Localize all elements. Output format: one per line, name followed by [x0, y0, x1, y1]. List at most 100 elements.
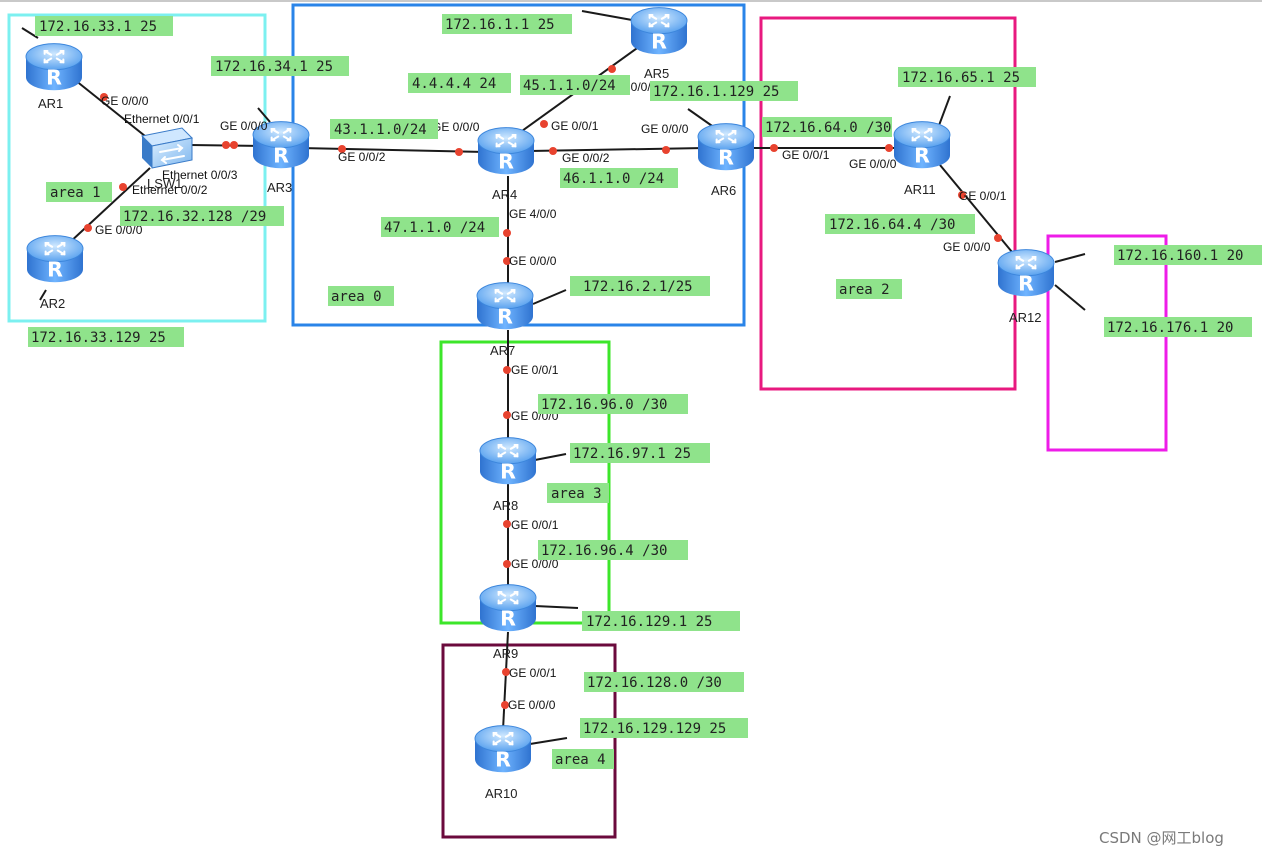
router-ar6[interactable]: AR6: [696, 122, 756, 198]
port-label: GE 0/0/0: [641, 122, 689, 136]
address-label: 172.16.64.0 /30: [762, 117, 892, 137]
address-labels: 172.16.33.1 25 172.16.34.1 25 172.16.32.…: [28, 14, 1262, 738]
port-dot: [503, 560, 511, 568]
link-ar9-ar10: [502, 631, 509, 731]
port-label: GE 0/0/0: [511, 557, 559, 571]
port-label: GE 0/0/0: [220, 119, 268, 133]
window-top-border: [0, 0, 1262, 2]
svg-text:172.16.32.128 /29: 172.16.32.128 /29: [123, 209, 266, 225]
port-dot: [222, 141, 230, 149]
port-label: GE 0/0/0: [943, 240, 991, 254]
svg-text:172.16.129.129 25: 172.16.129.129 25: [583, 721, 726, 737]
port-label: GE 0/0/1: [511, 518, 559, 532]
device-name-ar7: AR7: [490, 343, 515, 358]
port-label: GE 0/0/1: [511, 363, 559, 377]
address-label: 172.16.65.1 25: [898, 67, 1036, 87]
port-dot: [994, 234, 1002, 242]
svg-text:172.16.2.1/25: 172.16.2.1/25: [583, 279, 693, 295]
port-dot: [503, 520, 511, 528]
router-ar9[interactable]: AR9: [478, 583, 538, 661]
router-icon: [25, 234, 85, 284]
port-label: GE 0/0/0: [432, 120, 480, 134]
svg-text:172.16.97.1 25: 172.16.97.1 25: [573, 446, 691, 462]
router-ar10[interactable]: AR10: [473, 724, 533, 801]
port-label: GE 4/0/0: [509, 207, 557, 221]
port-labels: GE 0/0/0 Ethernet 0/0/1 GE 0/0/0 Etherne…: [95, 80, 1007, 712]
port-dot: [770, 144, 778, 152]
port-dot: [455, 148, 463, 156]
router-ar1[interactable]: AR1: [24, 42, 84, 111]
svg-text:172.16.96.0 /30: 172.16.96.0 /30: [541, 397, 667, 413]
port-dot: [503, 411, 511, 419]
router-icon: [892, 120, 952, 170]
address-label: 172.16.2.1/25: [570, 276, 710, 296]
router-ar2[interactable]: AR2: [25, 234, 85, 311]
router-ar12[interactable]: AR12: [996, 248, 1056, 325]
router-ar8[interactable]: AR8: [478, 436, 538, 513]
address-label: 172.16.64.4 /30: [825, 214, 975, 234]
address-label: 47.1.1.0 /24: [381, 217, 499, 237]
svg-text:area 3: area 3: [551, 486, 602, 502]
svg-text:172.16.65.1 25: 172.16.65.1 25: [902, 70, 1020, 86]
port-label: GE 0/0/1: [782, 148, 830, 162]
port-dot: [885, 144, 893, 152]
port-dot: [958, 191, 966, 199]
area4-box: [441, 643, 617, 839]
svg-text:172.16.160.1 20: 172.16.160.1 20: [1117, 248, 1243, 264]
area-external-box: [1046, 234, 1168, 452]
stub-ar12-b: [1054, 284, 1086, 311]
router-ar4[interactable]: AR4: [476, 126, 536, 202]
port-dot: [230, 141, 238, 149]
port-dot: [338, 145, 346, 153]
svg-text:4.4.4.4 24: 4.4.4.4 24: [412, 76, 496, 92]
port-label: GE 0/0/0: [509, 254, 557, 268]
address-label: 172.16.96.4 /30: [538, 540, 688, 560]
svg-text:172.16.176.1 20: 172.16.176.1 20: [1107, 320, 1233, 336]
port-label: Ethernet 0/0/1: [124, 112, 200, 126]
svg-text:172.16.33.1 25: 172.16.33.1 25: [39, 19, 157, 35]
port-label: GE 0/0/0: [508, 698, 556, 712]
router-icon: [696, 122, 756, 172]
router-ar3[interactable]: AR3: [251, 120, 311, 195]
device-name-ar12: AR12: [1009, 310, 1042, 325]
area-labels: area 1 area 0 area 2 area 3 area 4: [46, 182, 902, 769]
watermark: CSDN @网工blog: [1099, 829, 1224, 847]
router-icon: [478, 436, 538, 486]
address-label: 172.16.33.129 25: [28, 327, 184, 347]
address-label: 172.16.129.1 25: [582, 611, 740, 631]
router-ar7[interactable]: AR7: [475, 281, 535, 358]
stub-ar6: [687, 108, 716, 129]
stub-ar2: [39, 289, 47, 301]
stub-ar9: [534, 605, 579, 609]
area-label-0: area 0: [328, 286, 394, 306]
switch-lsw1[interactable]: LSW1: [141, 127, 193, 191]
stub-ar8: [534, 453, 567, 461]
area-label-2: area 2: [836, 279, 902, 299]
svg-text:172.16.1.1 25: 172.16.1.1 25: [445, 17, 555, 33]
port-dot: [549, 147, 557, 155]
stub-ar12-a: [1054, 253, 1086, 263]
device-name-ar10: AR10: [485, 786, 518, 801]
address-label: 172.16.32.128 /29: [120, 206, 284, 226]
port-label: GE 0/0/1: [551, 119, 599, 133]
port-dot: [501, 701, 509, 709]
port-dot: [84, 224, 92, 232]
address-label: 172.16.128.0 /30: [584, 672, 744, 692]
router-ar11[interactable]: AR11: [892, 120, 952, 197]
svg-text:area 4: area 4: [555, 752, 606, 768]
port-label: GE 0/0/2: [338, 150, 386, 164]
router-ar5[interactable]: AR5: [629, 6, 689, 81]
port-label: Ethernet 0/0/3: [162, 168, 238, 182]
router-icon: [476, 126, 536, 176]
device-name-ar8: AR8: [493, 498, 518, 513]
port-label: GE 0/0/0: [95, 223, 143, 237]
address-label: 172.16.129.129 25: [580, 718, 748, 738]
link-ar2-lsw1: [67, 167, 151, 245]
area3-box: [439, 340, 611, 625]
address-label: 172.16.97.1 25: [570, 443, 710, 463]
port-label: GE 0/0/1: [959, 189, 1007, 203]
address-label: 172.16.96.0 /30: [538, 394, 688, 414]
svg-text:172.16.64.4 /30: 172.16.64.4 /30: [829, 217, 955, 233]
address-label: 172.16.176.1 20: [1104, 317, 1252, 337]
